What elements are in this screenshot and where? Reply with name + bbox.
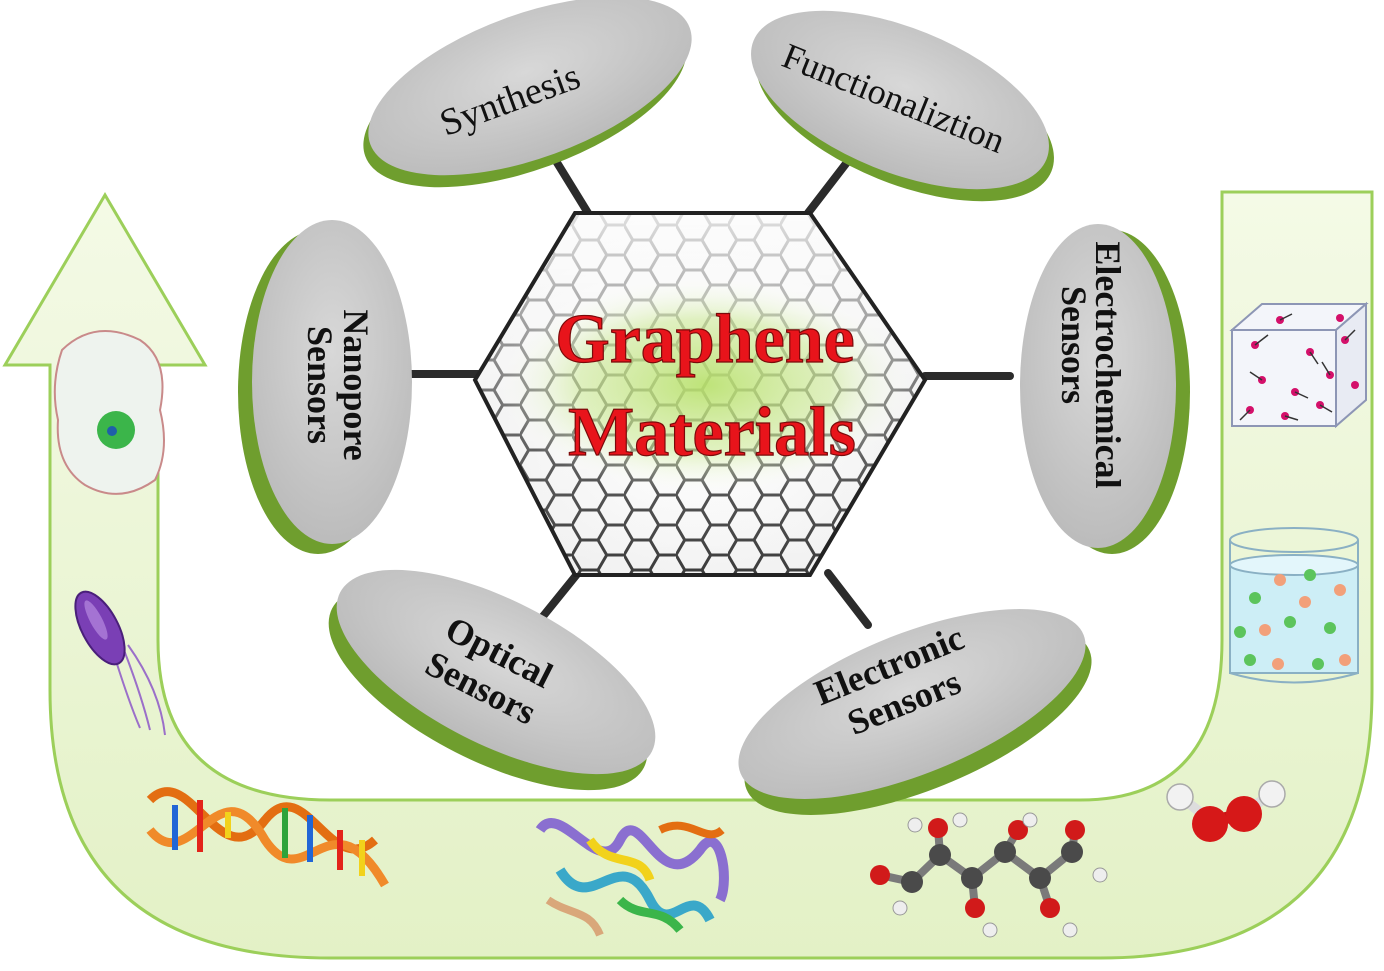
label-electrochemical-line1: Electrochemical — [1088, 241, 1128, 488]
disc-electrochemical — [1020, 224, 1190, 554]
label-electrochemical-line2: Sensors — [1054, 286, 1094, 404]
disc-electronic — [738, 609, 1092, 815]
cell-icon — [53, 330, 165, 495]
gas-box-icon — [1229, 301, 1369, 429]
label-nanopore-line1: Nanopore — [336, 309, 376, 460]
graphene-hexagon — [472, 211, 928, 577]
disc-optical — [328, 569, 656, 791]
dna-helix-icon — [146, 787, 389, 888]
center-title-line2: Materials — [568, 394, 856, 471]
bacterium-icon — [74, 590, 166, 736]
label-nanopore-line2: Sensors — [300, 326, 340, 444]
disc-synthesis — [363, 0, 692, 188]
disc-functionalization — [751, 10, 1054, 202]
disc-nanopore — [238, 220, 412, 554]
protein-icon — [535, 818, 729, 937]
center-title-line1: Graphene — [555, 301, 854, 378]
u-arrow — [2, 190, 1374, 960]
hydrogen-peroxide-molecule-icon — [1166, 780, 1286, 842]
glucose-atoms — [870, 812, 1108, 938]
label-electrochemical: Electrochemical Sensors — [1054, 241, 1128, 488]
label-nanopore: Nanopore Sensors — [300, 309, 376, 460]
liquid-beaker-icon — [1229, 527, 1359, 684]
